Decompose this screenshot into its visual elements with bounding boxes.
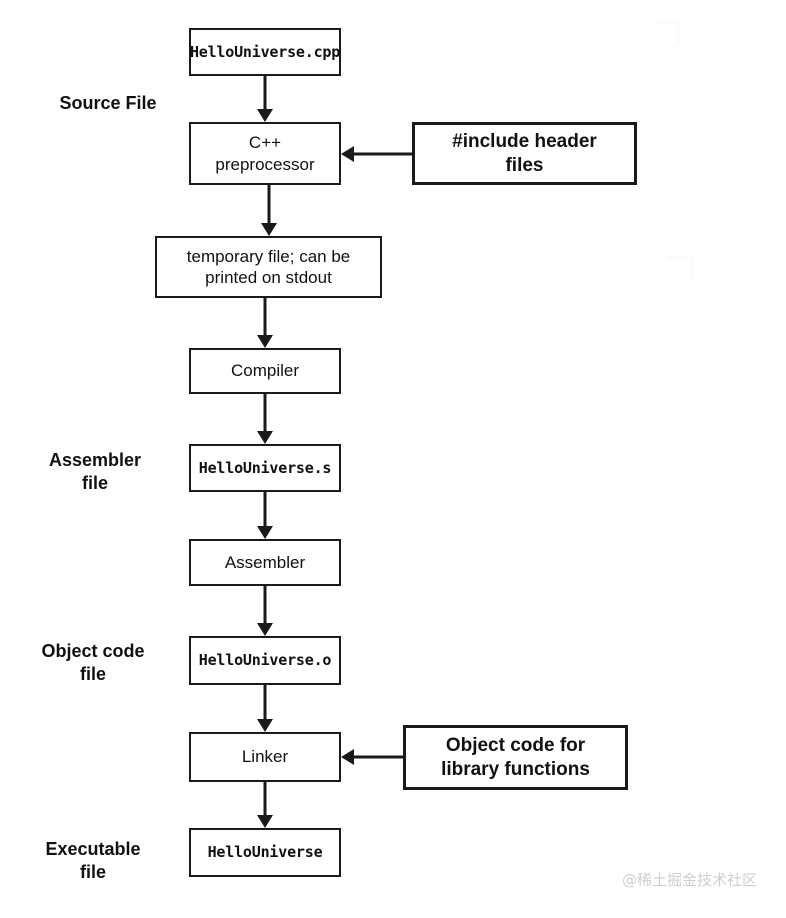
connector-obj-file-to-linker — [251, 671, 279, 746]
connector-temp-to-compiler — [251, 284, 279, 362]
background-watermark-mid: ㄱ — [660, 241, 703, 295]
node-label-object-code-library: Object code for library functions — [441, 734, 590, 780]
node-label-cpp-preprocessor: C++ preprocessor — [215, 133, 315, 174]
connector-library-to-linker — [327, 743, 417, 771]
stage-label-assembler-file: Assembler file — [48, 450, 142, 494]
node-include-header-files: #include header files — [412, 122, 637, 185]
node-hellouniverse-o: HelloUniverse.o — [189, 636, 341, 685]
connector-linker-to-executable — [251, 768, 279, 842]
stage-label-object-code-file: Object code file — [41, 641, 145, 685]
node-label-hellouniverse-exe: HelloUniverse — [207, 843, 323, 862]
node-label-linker: Linker — [241, 747, 289, 767]
node-label-hellouniverse-cpp: HelloUniverse.cpp — [189, 42, 341, 61]
node-assembler: Assembler — [189, 539, 341, 586]
connector-preprocessor-to-temp — [255, 171, 283, 250]
node-label-assembler: Assembler — [224, 552, 306, 572]
node-label-hellouniverse-o: HelloUniverse.o — [198, 651, 332, 670]
node-object-code-library: Object code for library functions — [403, 725, 628, 790]
background-watermark-top: ㄱ — [645, 6, 690, 62]
connector-include-to-preprocessor — [327, 140, 426, 168]
node-label-include-header-files: #include header files — [452, 130, 597, 176]
node-hellouniverse-s: HelloUniverse.s — [189, 444, 341, 492]
node-label-hellouniverse-s: HelloUniverse.s — [198, 458, 332, 477]
node-hellouniverse-cpp: HelloUniverse.cpp — [189, 28, 341, 76]
stage-label-executable-file: Executable file — [45, 839, 141, 883]
node-linker: Linker — [189, 732, 341, 782]
node-label-compiler: Compiler — [230, 361, 300, 381]
node-hellouniverse-exe: HelloUniverse — [189, 828, 341, 877]
connector-compiler-to-asm-file — [251, 380, 279, 458]
stage-label-source-file: Source File — [59, 93, 157, 113]
connector-asm-file-to-assembler — [251, 478, 279, 553]
node-temporary-file: temporary file; can be printed on stdout — [155, 236, 382, 298]
node-compiler: Compiler — [189, 348, 341, 394]
watermark: @稀土掘金技术社区 — [622, 871, 758, 889]
node-label-temporary-file: temporary file; can be printed on stdout — [186, 246, 351, 287]
connector-assembler-to-obj-file — [251, 572, 279, 650]
connector-cpp-to-preprocessor — [251, 62, 279, 136]
node-cpp-preprocessor: C++ preprocessor — [189, 122, 341, 185]
